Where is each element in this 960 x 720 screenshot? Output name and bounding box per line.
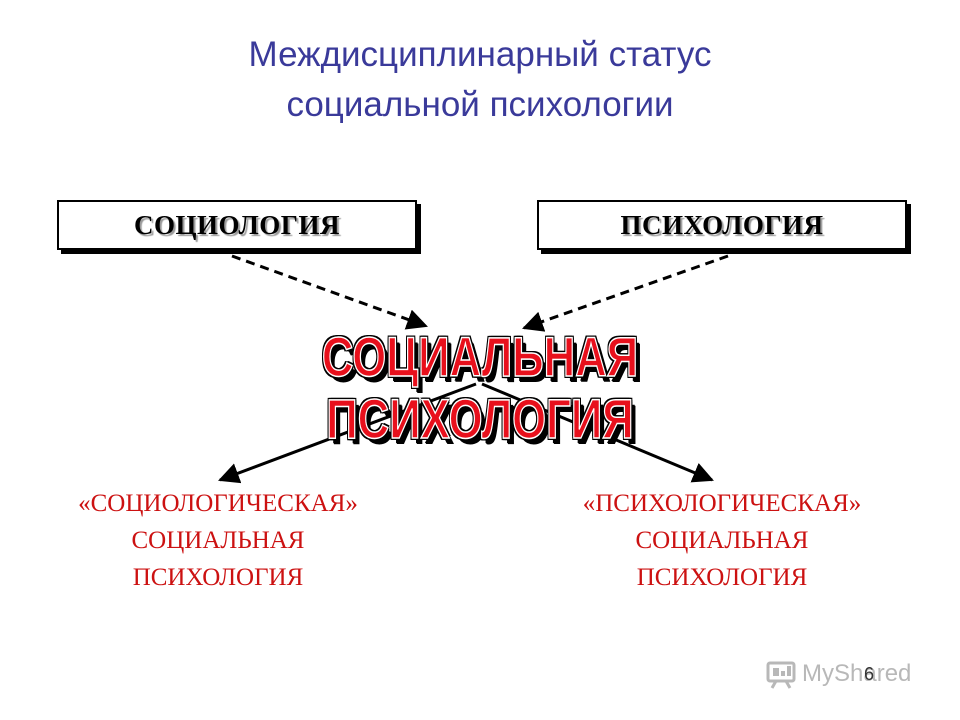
page-number: 6 <box>864 664 875 684</box>
psychology-label: ПСИХОЛОГИЯ <box>620 209 824 240</box>
myshared-watermark: MyShared <box>766 657 926 691</box>
slide-title-line-2: социальной психологии <box>286 85 674 124</box>
slide-title-line-1: Междисциплинарный статус <box>248 35 712 74</box>
sociological-branch-line-1: «СОЦИОЛОГИЧЕСКАЯ» <box>78 490 358 517</box>
sociological-branch-line-3: ПСИХОЛОГИЯ <box>132 564 304 591</box>
watermark-text: MyShared <box>802 660 912 687</box>
dashed-arrow-from-sociology <box>231 254 428 330</box>
psychological-branch-line-1: «ПСИХОЛОГИЧЕСКАЯ» <box>582 490 862 517</box>
psychology-box: ПСИХОЛОГИЯ <box>537 200 907 250</box>
dashed-arrow-from-psychology <box>522 254 729 332</box>
sociological-branch-line-2: СОЦИАЛЬНАЯ <box>131 527 305 554</box>
psychological-branch: «ПСИХОЛОГИЧЕСКАЯ» СОЦИАЛЬНАЯ ПСИХОЛОГИЯ <box>522 485 922 596</box>
arrow-to-psychological-branch <box>481 382 714 483</box>
social-psychology-title: СОЦИАЛЬНАЯ ПСИХОЛОГИЯ <box>321 325 639 451</box>
sociology-box: СОЦИОЛОГИЯ <box>57 200 417 250</box>
sociology-label: СОЦИОЛОГИЯ <box>134 209 340 240</box>
psychological-branch-line-2: СОЦИАЛЬНАЯ <box>635 527 809 554</box>
arrow-to-sociological-branch <box>218 382 477 484</box>
slide-title: Междисциплинарный статус социальной псих… <box>0 30 960 130</box>
sociological-branch: «СОЦИОЛОГИЧЕСКАЯ» СОЦИАЛЬНАЯ ПСИХОЛОГИЯ <box>18 485 418 596</box>
projector-icon <box>766 661 796 689</box>
psychological-branch-line-3: ПСИХОЛОГИЯ <box>636 564 808 591</box>
